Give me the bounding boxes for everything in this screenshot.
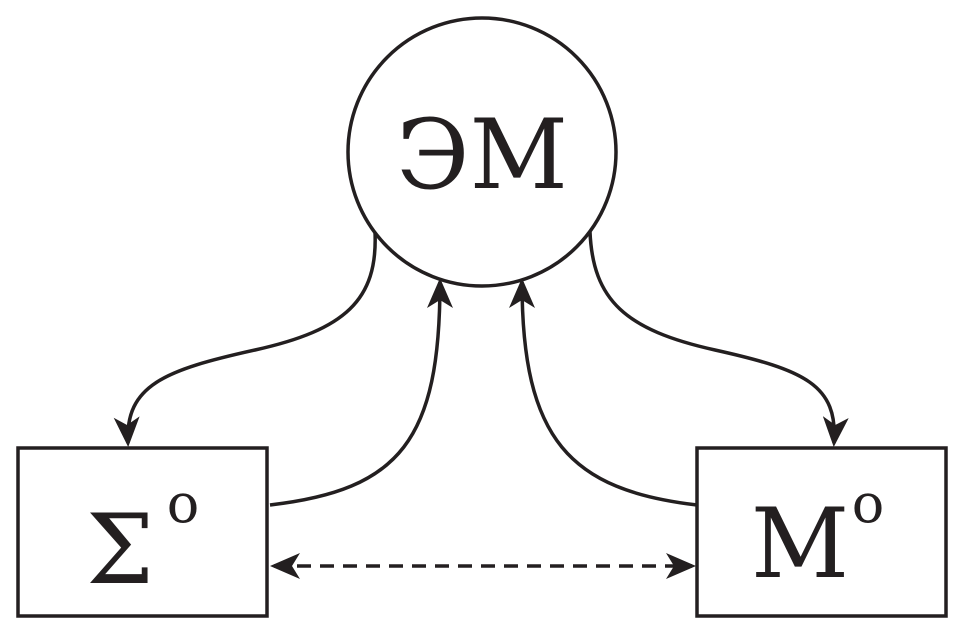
edge-sigma-to-em xyxy=(269,278,453,507)
node-sigma-label: Σ xyxy=(86,494,154,606)
edge-em-to-sigma xyxy=(113,231,377,447)
edge-em-to-m xyxy=(588,231,849,447)
node-sigma-superscript: o xyxy=(167,472,200,535)
node-m-box xyxy=(695,446,948,618)
node-sigma: Σ o xyxy=(16,446,269,618)
node-m: M o xyxy=(695,446,948,618)
node-em: ЭМ xyxy=(346,16,618,288)
edges xyxy=(113,231,849,579)
node-sigma-box xyxy=(16,446,269,618)
node-m-label: M xyxy=(751,488,849,600)
edge-m-to-em xyxy=(509,278,698,507)
node-m-superscript: o xyxy=(852,472,885,535)
node-em-circle xyxy=(346,16,618,288)
node-em-label: ЭМ xyxy=(396,99,568,211)
